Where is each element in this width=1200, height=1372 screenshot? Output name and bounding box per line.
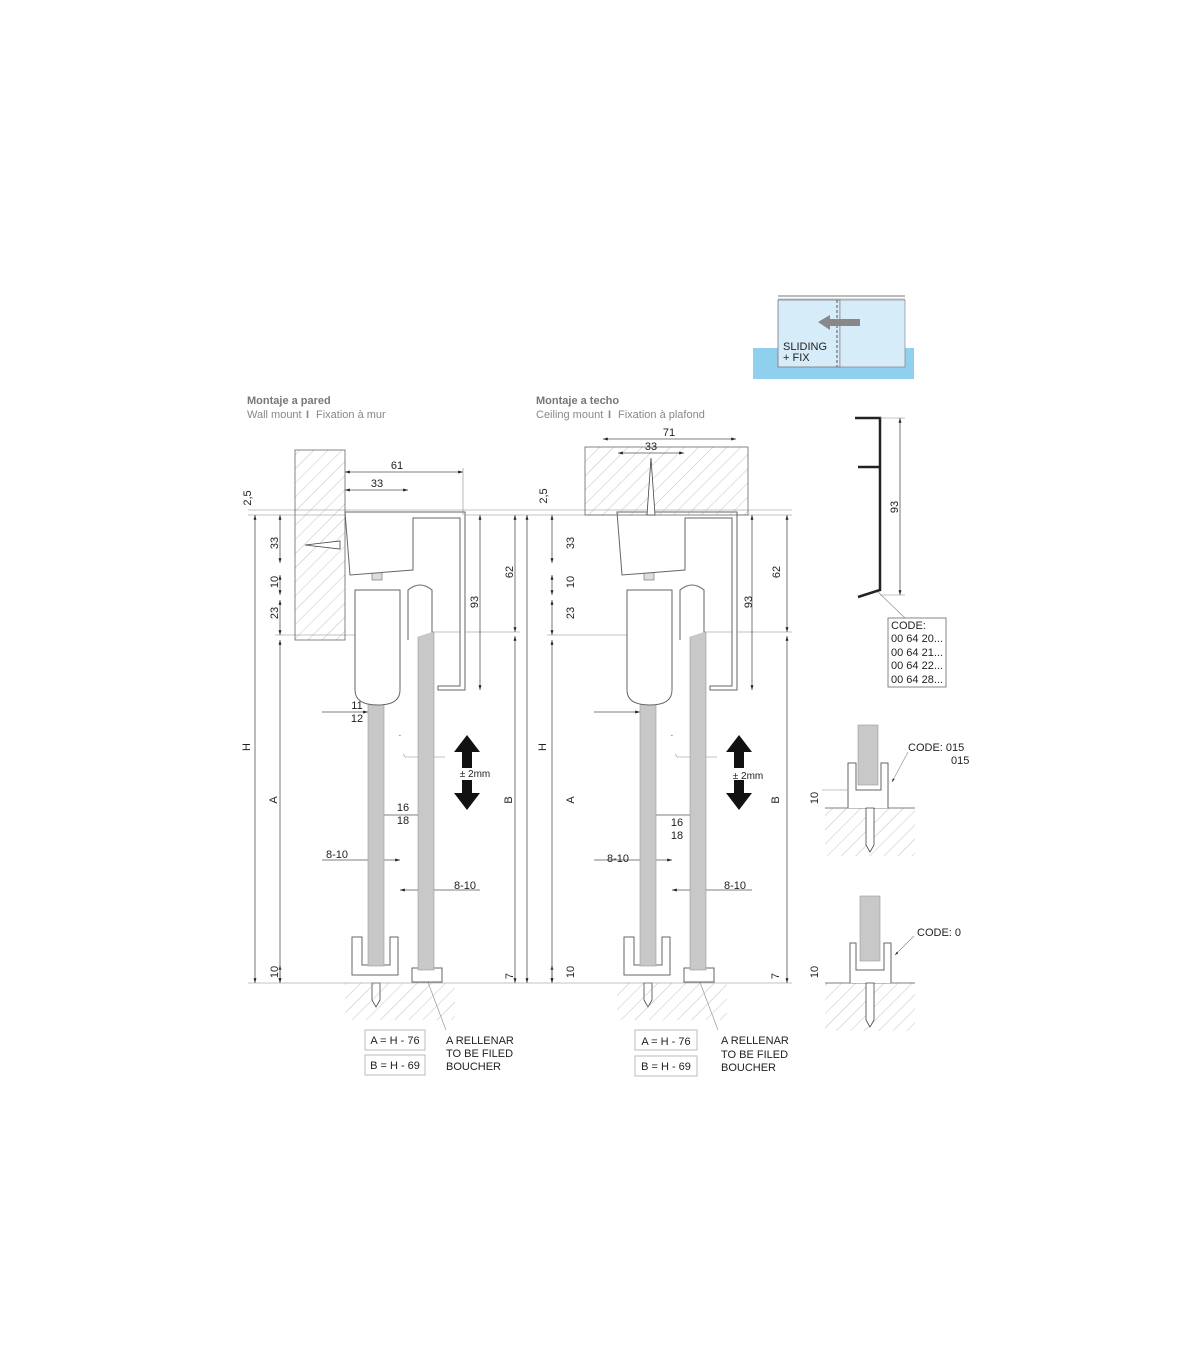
- track-profile: [344, 511, 466, 691]
- note-line-1: A RELLENAR: [721, 1035, 789, 1047]
- dim-62: 62: [504, 566, 516, 578]
- dim-16: 16: [671, 817, 683, 829]
- dim-23: 23: [565, 607, 577, 619]
- ceiling-mount-title: Montaje a techo: [536, 395, 619, 407]
- note-line-3: BOUCHER: [721, 1062, 776, 1074]
- height-adjust-label: ± 2mm: [733, 771, 764, 782]
- formula-a: A = H - 76: [370, 1035, 419, 1047]
- dim-10: 10: [269, 576, 281, 588]
- dim-12: 12: [351, 713, 363, 725]
- dim-18: 18: [671, 830, 683, 842]
- dim-33-vertical: 33: [269, 537, 281, 549]
- note-line-1: A RELLENAR: [446, 1035, 514, 1047]
- dim-33: 33: [645, 441, 657, 453]
- dim-B: B: [503, 796, 515, 803]
- code-item: 00 64 20...: [891, 633, 943, 645]
- formula-b: B = H - 69: [641, 1061, 691, 1073]
- formula-b: B = H - 69: [370, 1060, 420, 1072]
- dim-10-bottom: 10: [269, 966, 281, 978]
- dim-A: A: [268, 796, 280, 804]
- wall-mount-title: Montaje a pared: [247, 395, 331, 407]
- dim-2-5: 2,5: [538, 488, 550, 503]
- separator: I: [306, 409, 309, 421]
- wall-mount-drawing: 61 33 2,5 33 10 23 93 62 H A B 11 12 16 …: [241, 449, 520, 1076]
- note-line-3: BOUCHER: [446, 1061, 501, 1073]
- glass-clamp: [626, 589, 673, 706]
- dim-7: 7: [504, 973, 516, 979]
- arrow-left-icon: [818, 315, 860, 330]
- dim-62: 62: [771, 566, 783, 578]
- dim-10: 10: [809, 792, 821, 804]
- track-profile: [407, 584, 433, 640]
- dim-10: 10: [565, 576, 577, 588]
- dim-gap-8-10: 8-10: [724, 880, 746, 892]
- dim-33: 33: [371, 478, 383, 490]
- up-down-arrow-icon: [726, 735, 752, 810]
- track-profile: [616, 511, 738, 691]
- dim-33-vertical: 33: [565, 537, 577, 549]
- dim-10-bottom: 10: [565, 966, 577, 978]
- ceiling-mount-drawing: 71 33 2,5 33 10 23 93 62 H A B 16 18 8-1…: [520, 427, 792, 1077]
- icon-label-sliding: SLIDING: [783, 341, 827, 353]
- screw-icon: [304, 540, 341, 550]
- formula-a: A = H - 76: [641, 1036, 690, 1048]
- code-item: 00 64 21...: [891, 647, 943, 659]
- dim-93: 93: [743, 596, 755, 608]
- floor-guide: [623, 936, 671, 976]
- dim-gap-8-10: 8-10: [326, 849, 348, 861]
- wall-mount-subtitle-en: Wall mount: [247, 409, 302, 421]
- fixed-glass-panel: [689, 631, 707, 971]
- dim-16: 16: [397, 802, 409, 814]
- dim-93: 93: [469, 596, 481, 608]
- dim-23: 23: [269, 607, 281, 619]
- dim-18: 18: [397, 815, 409, 827]
- guide-code-line-2: 015: [951, 755, 969, 767]
- note-line-2: TO BE FILED: [446, 1048, 513, 1060]
- separator: I: [608, 409, 611, 421]
- sliding-fix-icon: SLIDING + FIX: [753, 295, 914, 379]
- code-item: 00 64 28...: [891, 674, 943, 686]
- floor-hatch: [345, 983, 455, 1020]
- screw-icon: [646, 457, 656, 516]
- dim-71: 71: [663, 427, 675, 439]
- guide-code-line-1: CODE: 0: [917, 927, 961, 939]
- fixed-glass-panel: [417, 631, 435, 971]
- dim-11: 11: [351, 700, 362, 712]
- code-item: 00 64 22...: [891, 660, 943, 672]
- dim-gap-8-10: 8-10: [607, 853, 629, 865]
- code-label: CODE:: [891, 620, 926, 632]
- dim-gap-8-10: 8-10: [454, 880, 476, 892]
- code-box: [887, 617, 947, 688]
- floor-guide: [351, 936, 399, 976]
- ceiling-hatch: [584, 446, 749, 516]
- track-profile-drawing: 93 CODE: 00 64 20... 00 64 21... 00 64 2…: [855, 416, 947, 688]
- dim-10: 10: [809, 966, 821, 978]
- up-down-arrow-icon: [454, 735, 480, 810]
- ceiling-mount-subtitle-en: Ceiling mount: [536, 409, 603, 421]
- dim-H: H: [241, 743, 253, 751]
- floor-guide-detail-1: 10 CODE: 015 015: [809, 724, 969, 856]
- dim-H: H: [537, 743, 549, 751]
- dim-61: 61: [391, 460, 403, 472]
- note-line-2: TO BE FILED: [721, 1049, 788, 1061]
- floor-hatch: [617, 983, 727, 1020]
- dim-A: A: [565, 796, 577, 804]
- glass-clamp: [354, 589, 401, 706]
- track-profile: [679, 584, 705, 640]
- dim-93: 93: [889, 501, 901, 513]
- guide-code-line-1: CODE: 015: [908, 742, 964, 754]
- dim-7: 7: [770, 973, 782, 979]
- icon-label-fix: + FIX: [783, 352, 810, 364]
- dim-2-5: 2,5: [242, 490, 254, 505]
- floor-guide-detail-2: 10 CODE: 0: [809, 895, 961, 1031]
- wall-mount-subtitle-fr: Fixation à mur: [316, 409, 386, 421]
- height-adjust-label: ± 2mm: [460, 769, 491, 780]
- dim-B: B: [770, 796, 782, 803]
- ceiling-mount-subtitle-fr: Fixation à plafond: [618, 409, 705, 421]
